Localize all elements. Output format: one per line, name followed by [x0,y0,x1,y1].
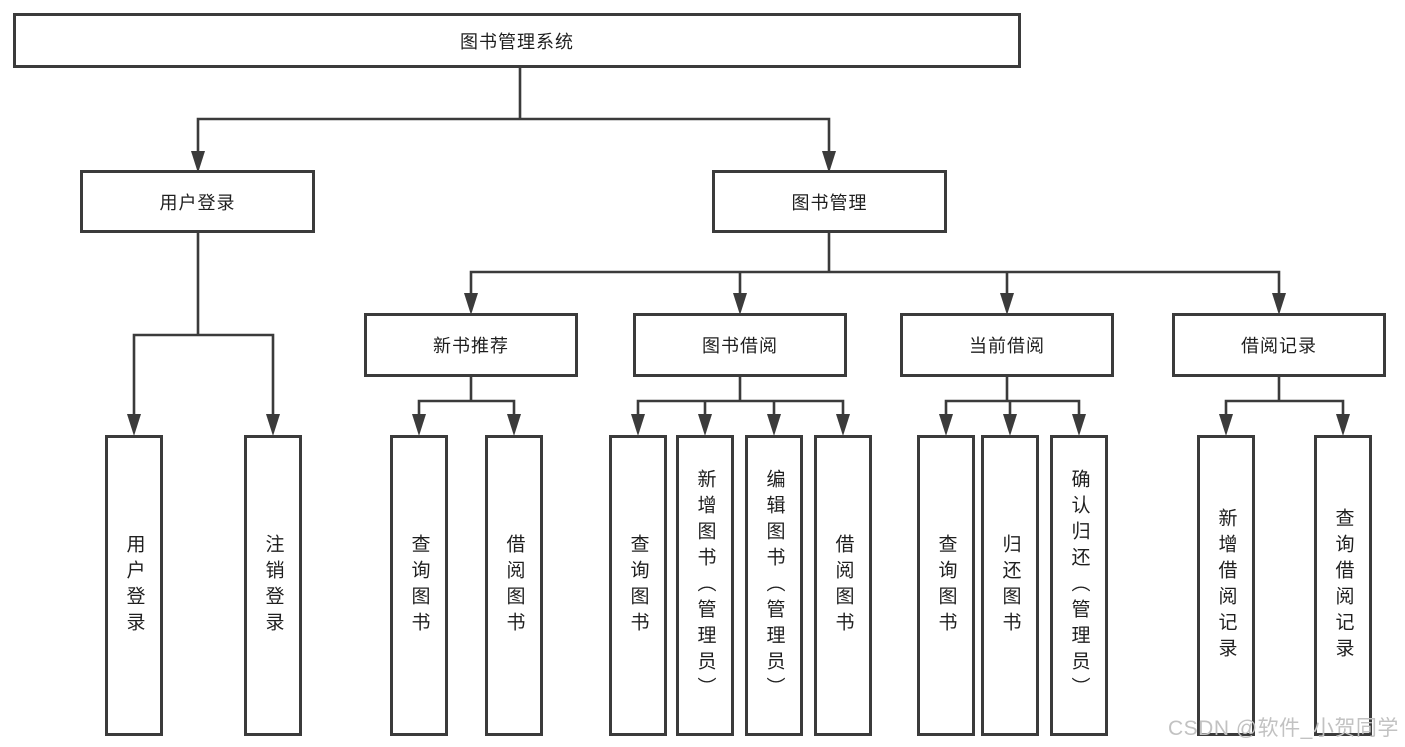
node-book-borrowing: 图书借阅 [633,313,847,377]
leaf-label: 查询图书 [627,533,649,638]
leaf-label: 新增图书（管理员） [694,468,716,703]
leaf-borrow-books-recommend: 借阅图书 [485,435,543,736]
leaf-add-book-admin: 新增图书（管理员） [676,435,734,736]
leaf-label: 编辑图书（管理员） [763,468,785,703]
leaf-borrow-books-borrow: 借阅图书 [814,435,872,736]
node-new-book-recommend: 新书推荐 [364,313,578,377]
leaf-query-books-borrow: 查询图书 [609,435,667,736]
csdn-watermark: CSDN @软件_小贺同学 [1168,717,1399,740]
leaf-label: 借阅图书 [832,533,854,638]
node-book-management: 图书管理 [712,170,947,233]
leaf-label: 确认归还（管理员） [1068,468,1090,703]
node-current-borrowing: 当前借阅 [900,313,1114,377]
leaf-label: 查询图书 [408,533,430,638]
leaf-edit-book-admin: 编辑图书（管理员） [745,435,803,736]
node-library-system: 图书管理系统 [13,13,1021,68]
leaf-add-borrow-record: 新增借阅记录 [1197,435,1255,736]
leaf-label: 归还图书 [999,533,1021,638]
leaf-label: 查询借阅记录 [1332,507,1354,664]
leaf-label: 查询图书 [935,533,957,638]
leaf-query-borrow-record: 查询借阅记录 [1314,435,1372,736]
leaf-label: 借阅图书 [503,533,525,638]
leaf-label: 新增借阅记录 [1215,507,1237,664]
leaf-return-book: 归还图书 [981,435,1039,736]
leaf-label: 用户登录 [123,533,145,638]
node-borrow-records: 借阅记录 [1172,313,1386,377]
leaf-user-login: 用户登录 [105,435,163,736]
leaf-logout: 注销登录 [244,435,302,736]
leaf-label: 注销登录 [262,533,284,638]
node-user-login: 用户登录 [80,170,315,233]
leaf-query-books-current: 查询图书 [917,435,975,736]
leaf-query-books-recommend: 查询图书 [390,435,448,736]
leaf-confirm-return-admin: 确认归还（管理员） [1050,435,1108,736]
